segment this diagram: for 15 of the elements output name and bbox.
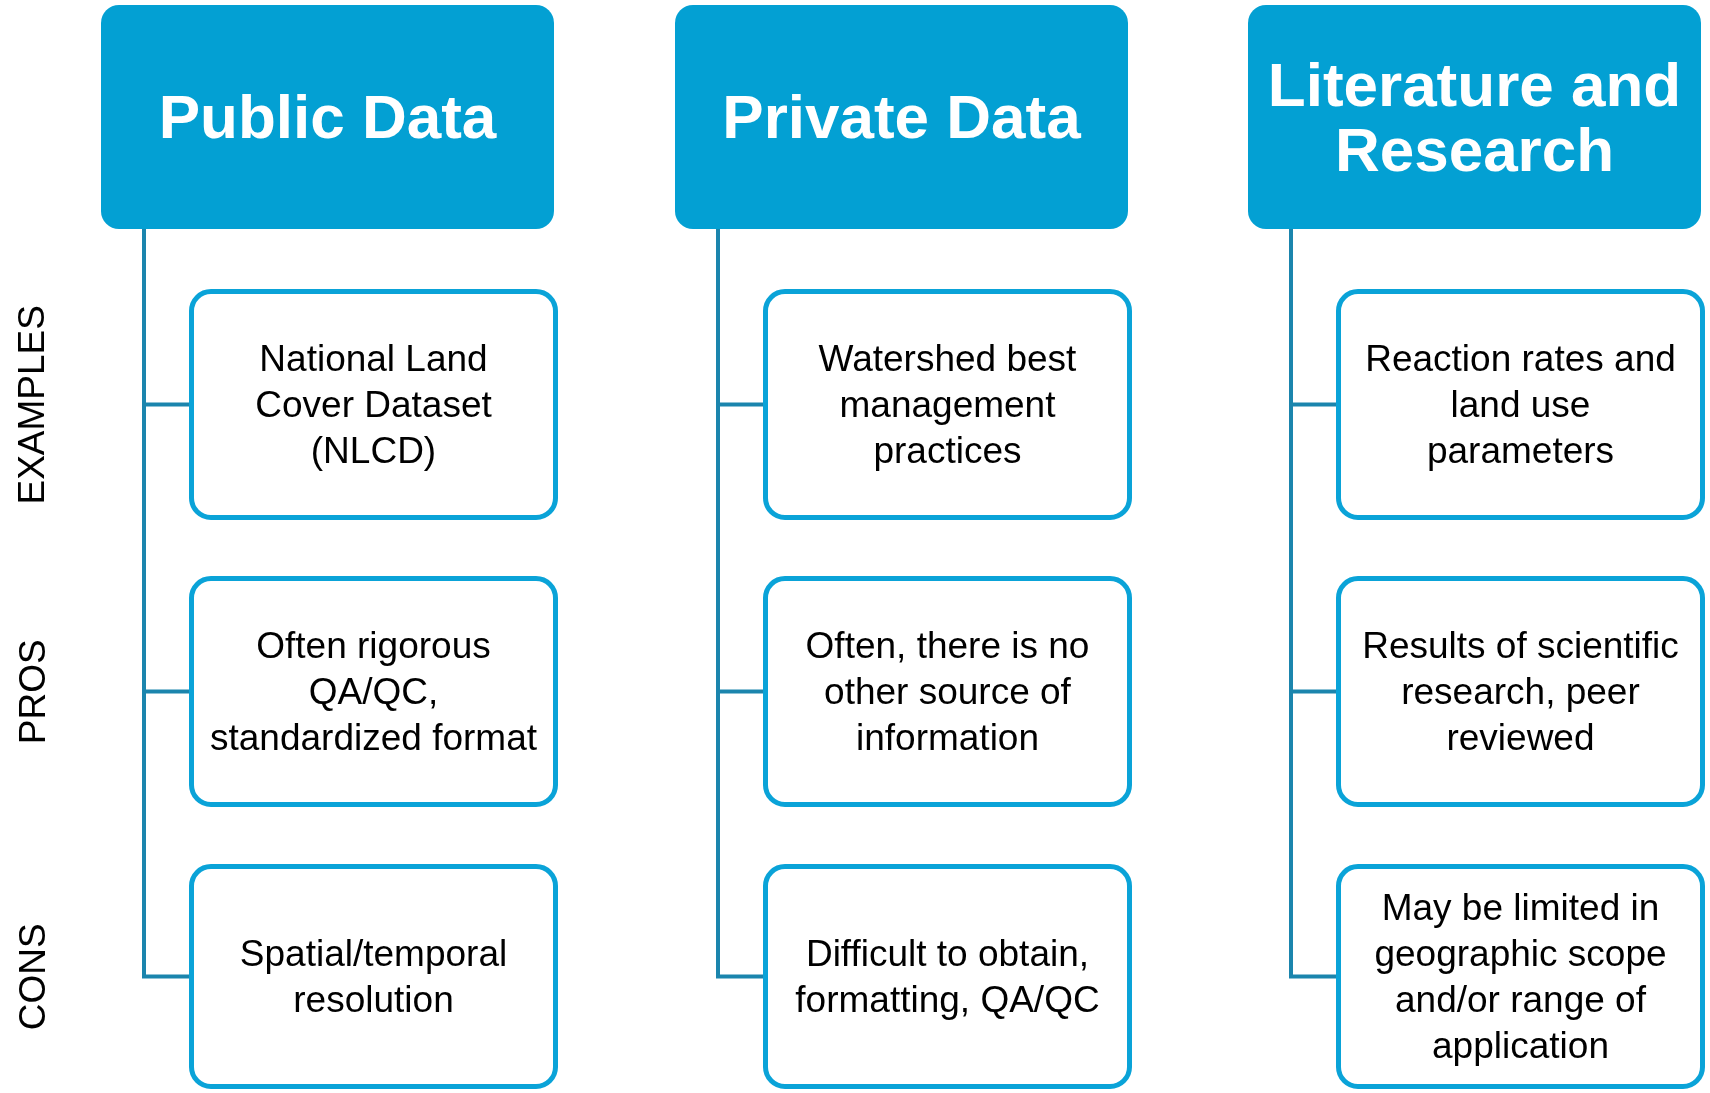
header-box: Public Data [101, 5, 554, 229]
info-box: Reaction rates and land use parameters [1336, 289, 1705, 520]
header-box: Private Data [675, 5, 1128, 229]
info-box: Difficult to obtain, formatting, QA/QC [763, 864, 1132, 1089]
info-box: Often rigorous QA/QC, standardized format [189, 576, 558, 807]
info-box: National Land Cover Dataset (NLCD) [189, 289, 558, 520]
row-label: PROS [10, 639, 54, 744]
row-label: CONS [10, 923, 54, 1030]
info-box: Often, there is no other source of information [763, 576, 1132, 807]
info-box: May be limited in geographic scope and/or range of application [1336, 864, 1705, 1089]
info-box: Spatial/temporal resolution [189, 864, 558, 1089]
row-label: EXAMPLES [10, 304, 54, 505]
info-box: Results of scientific research, peer reviewed [1336, 576, 1705, 807]
info-box: Watershed best management practices [763, 289, 1132, 520]
header-box: Literature and Research [1248, 5, 1701, 229]
